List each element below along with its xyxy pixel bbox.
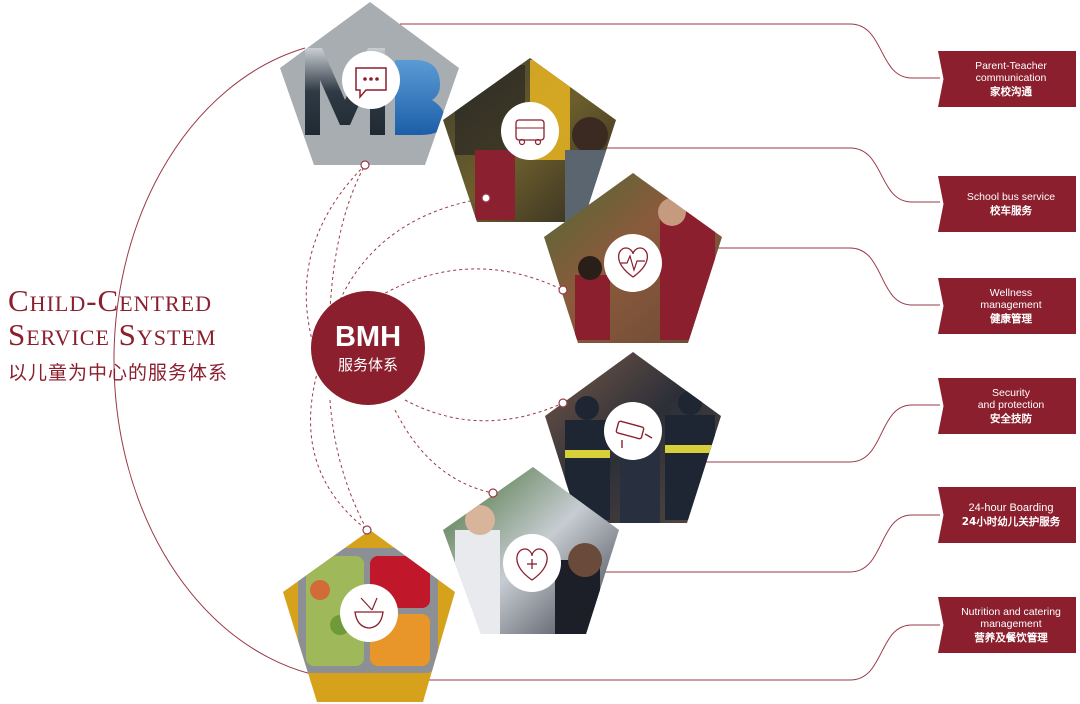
node-dots [360, 160, 568, 535]
label-zh: 营养及餐饮管理 [974, 631, 1048, 644]
connector-6 [400, 624, 940, 681]
label-en: 24-hour Boarding [968, 501, 1054, 514]
label-en: Wellness management [980, 286, 1042, 311]
label-school-bus: School bus service 校车服务 [938, 176, 1076, 232]
food-bowl-icon [340, 584, 398, 642]
label-security: Security and protection 安全技防 [938, 378, 1076, 434]
label-boarding: 24-hour Boarding 24小时幼儿关护服务 [938, 487, 1076, 543]
label-zh: 安全技防 [990, 412, 1032, 425]
label-zh: 健康管理 [990, 312, 1032, 325]
connector-2 [600, 147, 940, 203]
title-chinese: 以儿童为中心的服务体系 [8, 362, 229, 384]
label-zh: 家校沟通 [990, 85, 1032, 98]
connector-1 [400, 23, 940, 79]
connector-5 [600, 514, 940, 573]
label-en: Parent-Teacher communication [975, 59, 1047, 84]
connector-lines [400, 23, 940, 681]
connector-3 [700, 247, 940, 306]
heart-pulse-icon [604, 234, 662, 292]
label-zh: 24小时幼儿关护服务 [961, 515, 1061, 528]
title-line-1: Child-Centred [8, 283, 212, 318]
label-en: Security and protection [977, 386, 1045, 411]
dashed-links [305, 164, 564, 531]
center-badge-en: BMH [334, 320, 402, 353]
outer-arc [113, 47, 353, 681]
label-parent-teacher: Parent-Teacher communication 家校沟通 [938, 51, 1076, 107]
security-camera-icon [604, 402, 662, 460]
chat-bubble-icon [342, 51, 400, 109]
connector-4 [700, 404, 940, 463]
label-zh: 校车服务 [990, 204, 1032, 217]
label-nutrition: Nutrition and catering management 营养及餐饮管… [938, 597, 1076, 653]
heart-care-icon [503, 534, 561, 592]
center-badge-zh: 服务体系 [337, 355, 398, 374]
label-en: Nutrition and catering management [961, 605, 1061, 630]
school-bus-icon [501, 102, 559, 160]
label-en: School bus service [966, 190, 1056, 203]
title-line-2: Service System [8, 317, 217, 352]
center-badge: BMH 服务体系 [311, 291, 425, 405]
main-title: Child-Centred Service System 以儿童为中心的服务体系 [8, 284, 228, 385]
label-wellness: Wellness management 健康管理 [938, 278, 1076, 334]
